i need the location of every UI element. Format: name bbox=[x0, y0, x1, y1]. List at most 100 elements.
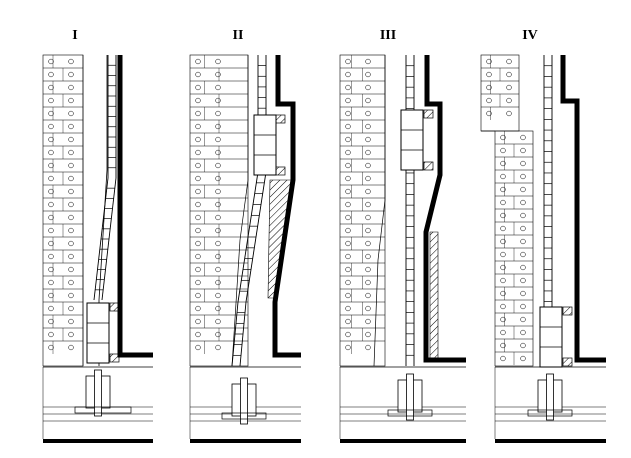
void-circle bbox=[48, 149, 54, 156]
void-circle bbox=[345, 318, 351, 325]
void-circle bbox=[365, 318, 371, 325]
void-circle bbox=[215, 110, 221, 117]
void-circle bbox=[68, 331, 74, 338]
void-circle bbox=[68, 240, 74, 247]
wall-outline bbox=[339, 54, 386, 367]
void-circle bbox=[345, 149, 351, 156]
void-circle bbox=[500, 147, 506, 154]
void-circle bbox=[48, 175, 54, 182]
void-circle bbox=[215, 188, 221, 195]
void-circle bbox=[520, 290, 526, 297]
void-circle bbox=[68, 110, 74, 117]
void-circle bbox=[365, 279, 371, 286]
panel-label-3: III bbox=[379, 28, 397, 43]
foundation-bar bbox=[495, 439, 606, 443]
wall-face bbox=[373, 55, 386, 367]
void-circle bbox=[500, 264, 506, 271]
anchor-block bbox=[253, 114, 277, 176]
void-circle bbox=[520, 316, 526, 323]
void-circle bbox=[68, 97, 74, 104]
void-circle bbox=[195, 227, 201, 234]
void-circle bbox=[195, 331, 201, 338]
void-circle bbox=[345, 58, 351, 65]
void-circle bbox=[520, 264, 526, 271]
void-circle bbox=[68, 149, 74, 156]
void-circle bbox=[365, 214, 371, 221]
void-circle bbox=[68, 305, 74, 312]
panel-label-1: I bbox=[72, 28, 78, 43]
panel-2-drawing bbox=[189, 54, 301, 443]
void-circle bbox=[68, 227, 74, 234]
void-circle bbox=[500, 160, 506, 167]
void-circle bbox=[500, 199, 506, 206]
void-circle bbox=[486, 97, 492, 104]
void-circle bbox=[500, 251, 506, 258]
void-circle bbox=[48, 71, 54, 78]
void-circle bbox=[215, 71, 221, 78]
void-circle bbox=[520, 251, 526, 258]
void-circle bbox=[365, 162, 371, 169]
void-circle bbox=[345, 253, 351, 260]
void-circle bbox=[68, 162, 74, 169]
void-circle bbox=[215, 279, 221, 286]
void-circle bbox=[195, 97, 201, 104]
void-circle bbox=[345, 279, 351, 286]
void-circle bbox=[520, 160, 526, 167]
void-circle bbox=[48, 136, 54, 143]
void-circle bbox=[68, 253, 74, 260]
formwork-rail bbox=[423, 55, 466, 363]
anchor-block bbox=[400, 109, 424, 171]
void-circle bbox=[68, 136, 74, 143]
panel-3: III bbox=[0, 0, 396, 458]
void-circle bbox=[520, 342, 526, 349]
void-circle bbox=[195, 123, 201, 130]
base-plate bbox=[387, 409, 433, 417]
void-circle bbox=[48, 253, 54, 260]
void-circle bbox=[195, 58, 201, 65]
bearing-pad bbox=[109, 302, 120, 312]
void-circle bbox=[500, 290, 506, 297]
void-circle bbox=[500, 225, 506, 232]
void-circle bbox=[68, 318, 74, 325]
panel-label-4: IV bbox=[522, 28, 538, 43]
void-circle bbox=[195, 71, 201, 78]
foundation-bar bbox=[43, 439, 153, 443]
void-circle bbox=[215, 266, 221, 273]
void-circle bbox=[365, 188, 371, 195]
bearing-pad bbox=[562, 306, 573, 316]
void-circle bbox=[215, 305, 221, 312]
bearing-pad bbox=[275, 166, 286, 176]
panel-label-2: II bbox=[232, 28, 244, 43]
void-circle bbox=[48, 123, 54, 130]
void-circle bbox=[215, 162, 221, 169]
void-circle bbox=[48, 188, 54, 195]
void-circle bbox=[506, 97, 512, 104]
void-circle bbox=[506, 110, 512, 117]
void-circle bbox=[365, 253, 371, 260]
void-circle bbox=[48, 84, 54, 91]
void-circle bbox=[500, 277, 506, 284]
void-circle bbox=[500, 134, 506, 141]
void-circle bbox=[365, 344, 371, 351]
panel-2: II bbox=[0, 0, 244, 458]
void-circle bbox=[68, 58, 74, 65]
void-circle bbox=[365, 305, 371, 312]
void-circle bbox=[345, 97, 351, 104]
void-circle bbox=[345, 123, 351, 130]
void-circle bbox=[215, 123, 221, 130]
void-circle bbox=[48, 331, 54, 338]
void-circle bbox=[215, 344, 221, 351]
void-circle bbox=[195, 149, 201, 156]
void-circle bbox=[48, 240, 54, 247]
void-circle bbox=[506, 58, 512, 65]
void-circle bbox=[365, 149, 371, 156]
void-circle bbox=[195, 162, 201, 169]
void-circle bbox=[215, 175, 221, 182]
void-circle bbox=[68, 279, 74, 286]
void-circle bbox=[345, 227, 351, 234]
void-circle bbox=[345, 201, 351, 208]
formwork-rail bbox=[560, 55, 606, 363]
void-circle bbox=[365, 97, 371, 104]
